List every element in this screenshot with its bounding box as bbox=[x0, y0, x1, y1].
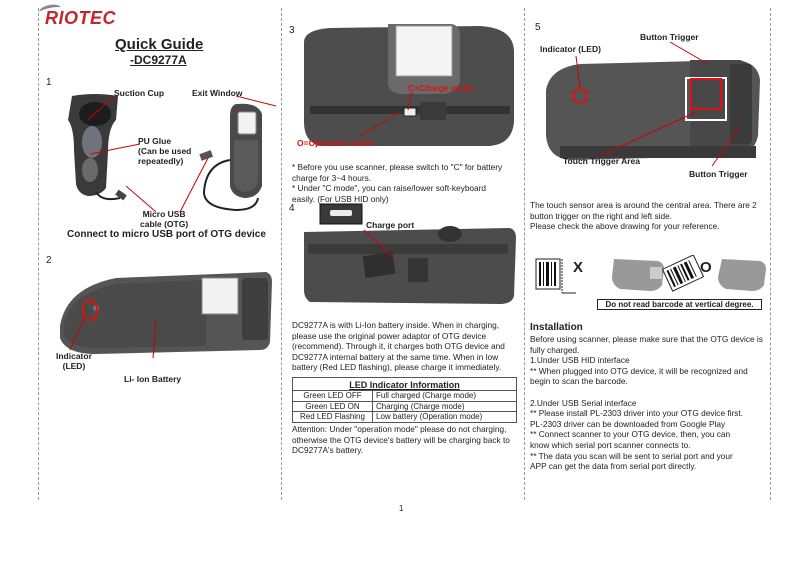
section-number: 4 bbox=[289, 203, 295, 214]
attention-note: Attention: Under "operation mode" please… bbox=[292, 424, 510, 456]
exit-window-label: Exit Window bbox=[192, 88, 243, 98]
operation-mode-label: O=Operation mode bbox=[297, 138, 374, 148]
trigger-callouts bbox=[572, 41, 741, 167]
table-row: Red LED Flashing Low battery (Operation … bbox=[292, 411, 517, 423]
section1-leader-lines bbox=[87, 95, 277, 213]
mode-leader-lines bbox=[359, 91, 413, 137]
touch-trigger-label: Touch Trigger Area bbox=[563, 156, 640, 166]
battery-label: Li- Ion Battery bbox=[124, 374, 182, 384]
mode-switch-photo bbox=[300, 22, 518, 150]
column-divider bbox=[38, 8, 39, 500]
riotec-logo: RIOTEC bbox=[38, 2, 117, 29]
section-number: 3 bbox=[289, 25, 295, 36]
indicator-led-label-s5: Indicator (LED) bbox=[540, 44, 601, 54]
indicator-led-label: Indicator(LED) bbox=[56, 351, 92, 371]
page-number: 1 bbox=[399, 504, 404, 513]
table-row: Green LED ON Charging (Charge mode) bbox=[292, 400, 517, 412]
barcode-angle-illustration bbox=[530, 255, 766, 299]
logo-text: RIOTEC bbox=[45, 8, 117, 28]
model-number: -DC9277A bbox=[130, 53, 187, 67]
vertical-degree-warning: Do not read barcode at vertical degree. bbox=[597, 299, 762, 310]
charge-port-label: Charge port bbox=[366, 220, 415, 230]
page-title: Quick Guide bbox=[115, 36, 204, 53]
scanner-back-photo bbox=[60, 92, 130, 212]
led-table-title: LED Indicator Information bbox=[292, 377, 517, 391]
charge-port-photo bbox=[300, 198, 518, 306]
column-divider bbox=[524, 8, 525, 500]
section-number: 5 bbox=[535, 22, 541, 33]
charge-mode-label: C=Charge mode bbox=[408, 83, 474, 93]
suction-cup-label: Suction Cup bbox=[114, 88, 165, 98]
x-mark: X bbox=[573, 259, 584, 276]
charge-port-leader-line bbox=[363, 229, 395, 259]
battery-paragraph: DC9277A is with Li-Ion battery inside. W… bbox=[292, 320, 505, 373]
led-callout-ring bbox=[69, 299, 157, 358]
mode-notes: * Before you use scanner, please switch … bbox=[292, 162, 503, 204]
section-number: 1 bbox=[46, 77, 52, 88]
o-mark: O bbox=[700, 259, 712, 276]
scanner-side-photo bbox=[56, 268, 274, 358]
column-divider bbox=[281, 8, 282, 500]
touch-paragraph: The touch sensor area is around the cent… bbox=[530, 200, 757, 232]
connect-caption: Connect to micro USB port of OTG device bbox=[67, 229, 266, 240]
installation-title: Installation bbox=[530, 322, 583, 333]
section-number: 2 bbox=[46, 255, 52, 266]
led-indicator-table: LED Indicator Information Green LED OFF … bbox=[292, 377, 517, 423]
button-trigger-top-label: Button Trigger bbox=[640, 32, 699, 42]
scanner-front-photo bbox=[196, 100, 274, 215]
table-row: Green LED OFF Full charged (Charge mode) bbox=[292, 390, 517, 402]
button-trigger-bottom-label: Button Trigger bbox=[689, 169, 748, 179]
installation-text: Before using scanner, please make sure t… bbox=[530, 334, 763, 472]
column-divider bbox=[770, 8, 771, 500]
